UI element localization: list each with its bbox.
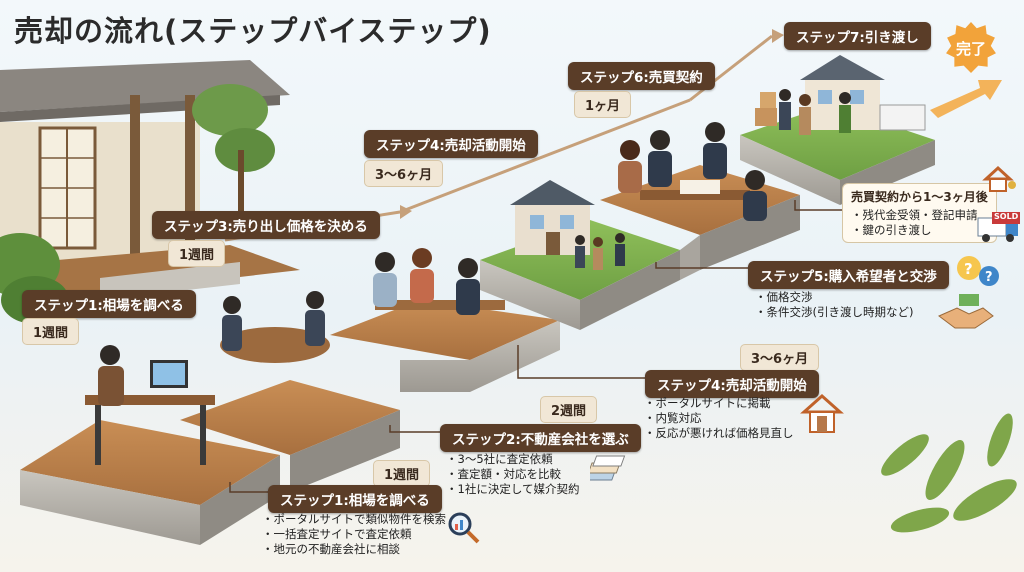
- house-key-icon: [982, 165, 1020, 195]
- svg-text:?: ?: [964, 260, 973, 278]
- documents-icon: [590, 452, 628, 488]
- detail-list-7: 残代金受領・登記申請 鍵の引き渡し: [851, 208, 988, 238]
- list-item: 鍵の引き渡し: [851, 223, 988, 238]
- trees: [0, 84, 275, 324]
- detail-duration-2: 2週間: [540, 396, 598, 423]
- moving-truck-icon: [976, 210, 1022, 244]
- list-item: 価格交渉: [755, 290, 913, 305]
- detail-tag-4: ステップ4:売却活動開始: [645, 370, 819, 398]
- detail-tag-1: ステップ1:相場を調べる: [268, 485, 442, 513]
- step-tag-3: ステップ3:売り出し価格を決める: [152, 211, 380, 239]
- detail-list-5: 価格交渉 条件交渉(引き渡し時期など): [755, 290, 914, 320]
- list-item: 3〜5社に査定依頼: [446, 452, 579, 467]
- page-title: 売却の流れ(ステップバイステップ): [14, 14, 492, 48]
- step-duration-4: 3〜6ヶ月: [364, 160, 444, 187]
- connector-lines: [229, 200, 845, 493]
- finish-arrow: [930, 80, 1002, 118]
- list-item: 条件交渉(引き渡し時期など): [755, 305, 914, 320]
- list-item: 反応が悪ければ価格見直し: [644, 426, 794, 441]
- list-item: 内覧対応: [644, 411, 794, 426]
- step-tag-6: ステップ6:売買契約: [568, 62, 715, 90]
- detail-duration-4: 3〜6ヶ月: [740, 344, 820, 371]
- sold-sign: SOLD: [994, 212, 1019, 221]
- detail-duration-1: 1週間: [373, 460, 431, 487]
- step-duration-6: 1ヶ月: [574, 91, 632, 118]
- detail-heading-7: 売買契約から1〜3ヶ月後: [851, 190, 988, 204]
- stair-platforms: [20, 105, 935, 545]
- detail-list-2: 3〜5社に査定依頼 査定額・対応を比較 1社に決定して媒介契約: [446, 452, 580, 497]
- magnifier-chart-icon: [446, 510, 482, 546]
- step-tag-4: ステップ4:売却活動開始: [364, 130, 538, 158]
- scene-figures: [85, 55, 926, 465]
- list-item: ポータルサイトに掲載: [644, 396, 794, 411]
- step-duration-1: 1週間: [22, 318, 80, 345]
- question-bubbles-icon: ??: [955, 254, 1001, 288]
- detail-tag-2: ステップ2:不動産会社を選ぶ: [440, 424, 641, 452]
- leaves-decoration: [881, 413, 1017, 533]
- detail-list-4: ポータルサイトに掲載 内覧対応 反応が悪ければ価格見直し: [644, 396, 794, 441]
- step-duration-3: 1週間: [168, 240, 226, 267]
- step-tag-1: ステップ1:相場を調べる: [22, 290, 196, 318]
- list-item: 一括査定サイトで査定依頼: [262, 527, 446, 542]
- handshake-icon: [935, 292, 995, 332]
- list-item: ポータルサイトで類似物件を検索: [262, 512, 447, 527]
- detail-list-1: ポータルサイトで類似物件を検索 一括査定サイトで査定依頼 地元の不動産会社に相談: [262, 512, 447, 557]
- list-item: 査定額・対応を比較: [446, 467, 579, 482]
- svg-text:?: ?: [985, 270, 993, 285]
- list-item: 1社に決定して媒介契約: [446, 482, 580, 497]
- list-item: 残代金受領・登記申請: [851, 208, 988, 223]
- list-item: 地元の不動産会社に相談: [262, 542, 446, 557]
- house-door-icon: [800, 392, 844, 436]
- step-tag-7: ステップ7:引き渡し: [784, 22, 931, 50]
- detail-box-7: 売買契約から1〜3ヶ月後 残代金受領・登記申請 鍵の引き渡し: [842, 183, 997, 243]
- detail-tag-5: ステップ5:購入希望者と交渉: [748, 261, 949, 289]
